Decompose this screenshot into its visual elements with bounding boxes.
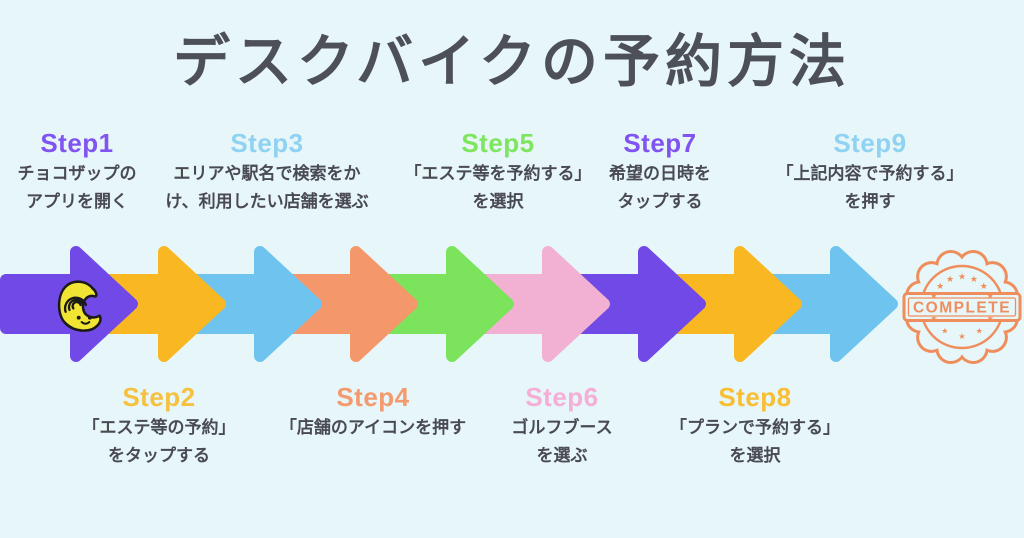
svg-text:★: ★ — [941, 327, 948, 336]
step-block-7: Step7 希望の日時を タップする — [609, 126, 711, 216]
step-label: Step7 — [623, 128, 697, 158]
complete-stamp-badge-icon: ★ ★ ★ ★ ★ ★ ★ ★ ★ ★ ★ ★ COMPLETE — [902, 250, 1022, 364]
step-description-line: け、利用したい店舗を選ぶ — [165, 192, 369, 211]
mascot-eye — [87, 315, 92, 320]
step-description-line: チョコザップの — [17, 164, 137, 183]
svg-text:★: ★ — [958, 273, 966, 283]
svg-text:★: ★ — [987, 314, 994, 323]
step-description-line: を選択 — [472, 192, 524, 211]
badge-star-glyphs: ★ ★ ★ ★ ★ ★ ★ — [930, 273, 994, 302]
step-label: Step6 — [525, 382, 599, 412]
svg-text:★: ★ — [930, 314, 937, 323]
mascot-eye — [76, 315, 81, 320]
step-description-line: 「プランで予約する」 — [670, 418, 840, 437]
step-description-line: 「エステ等の予約」 — [82, 418, 236, 437]
page-title: デスクバイクの予約方法 — [172, 30, 851, 94]
step-description-line: 希望の日時を — [609, 164, 711, 183]
svg-text:★: ★ — [976, 327, 983, 336]
step-description-line: ゴルフブース — [511, 418, 613, 437]
step-description-line: を選択 — [729, 446, 781, 465]
svg-text:★: ★ — [970, 275, 978, 285]
step-description-line: を選ぶ — [536, 446, 588, 465]
step-description-line: タップする — [617, 192, 703, 211]
arrow-flow-band: ★ ★ ★ ★ ★ ★ ★ ★ ★ ★ ★ ★ COMPLETE — [0, 238, 1024, 370]
svg-text:★: ★ — [936, 282, 944, 292]
step-block-4: Step4 「店舗のアイコンを押す — [280, 380, 466, 442]
badge-band-inner-border — [907, 297, 1017, 317]
step-block-9: Step9 「上記内容で予約する」 を押す — [777, 126, 964, 216]
svg-text:★: ★ — [986, 292, 994, 302]
mascot-curl-lines — [63, 296, 88, 313]
step-description-line: エリアや駅名で検索をか — [173, 164, 361, 183]
step-block-3: Step3 エリアや駅名で検索をか け、利用したい店舗を選ぶ — [165, 126, 368, 216]
svg-text:★: ★ — [946, 275, 954, 285]
step-label: Step2 — [122, 382, 196, 412]
step-block-2: Step2 「エステ等の予約」 をタップする — [83, 380, 236, 470]
step-description-line: アプリを開く — [26, 192, 128, 211]
step-block-8: Step8 「プランで予約する」 を選択 — [670, 380, 840, 470]
step-description-line: 「エステ等を予約する」 — [404, 164, 592, 183]
step-label: Step3 — [230, 128, 304, 158]
step-description-line: 「店舗のアイコンを押す — [279, 418, 467, 437]
step-block-5: Step5 「エステ等を予約する」 を選択 — [405, 126, 592, 216]
step-description-line: をタップする — [108, 446, 210, 465]
badge-band — [902, 292, 1022, 322]
svg-text:★: ★ — [958, 332, 965, 341]
badge-label: COMPLETE — [913, 300, 1011, 317]
step-label: Step8 — [718, 382, 792, 412]
svg-text:★: ★ — [930, 292, 938, 302]
step-description-line: 「上記内容で予約する」 — [776, 164, 964, 183]
step-block-1: Step1 チョコザップの アプリを開く — [18, 126, 137, 216]
mascot-smile — [80, 321, 91, 325]
step-label: Step5 — [461, 128, 535, 158]
step-block-6: Step6 ゴルフブース を選ぶ — [511, 380, 612, 470]
step-label: Step1 — [40, 128, 114, 158]
step-label: Step4 — [336, 382, 410, 412]
step-description-line: を押す — [844, 192, 896, 211]
step-label: Step9 — [833, 128, 907, 158]
chocozap-mascot-icon — [57, 280, 102, 332]
svg-text:★: ★ — [980, 282, 988, 292]
badge-star-glyphs: ★ ★ ★ ★ ★ — [930, 314, 994, 341]
